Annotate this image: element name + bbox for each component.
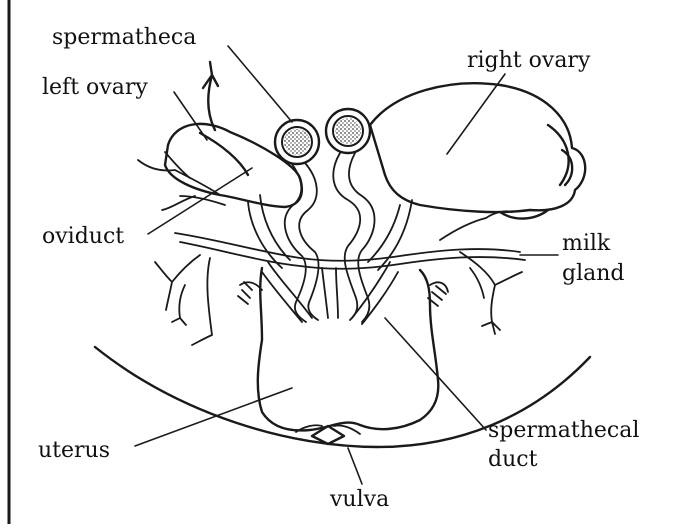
spermathecal-ducts <box>285 153 375 322</box>
leader-spermatheca <box>228 46 292 122</box>
leader-vulva <box>348 448 362 484</box>
label-spermathecal: spermathecal <box>488 418 639 443</box>
spermatheca-left <box>275 120 319 164</box>
label-gland: gland <box>562 261 625 286</box>
leader-left-ovary <box>174 92 207 140</box>
leader-uterus <box>135 388 292 446</box>
milk-gland-tubules <box>138 152 525 345</box>
oviducts <box>248 195 412 324</box>
left-ovary <box>165 62 302 207</box>
uterus <box>238 268 448 430</box>
label-right-ovary: right ovary <box>467 48 591 73</box>
right-ovary <box>370 83 585 218</box>
leader-oviduct <box>148 168 252 234</box>
spermatheca-right <box>326 109 370 153</box>
label-left-ovary: left ovary <box>42 75 148 100</box>
leader-spermathecal-duct <box>385 318 486 430</box>
leader-right-ovary <box>447 74 505 154</box>
label-duct: duct <box>488 447 538 472</box>
label-uterus: uterus <box>38 438 110 463</box>
label-vulva: vulva <box>329 487 389 512</box>
label-spermatheca: spermatheca <box>52 25 196 50</box>
label-milk: milk <box>562 231 611 256</box>
label-oviduct: oviduct <box>42 224 124 249</box>
